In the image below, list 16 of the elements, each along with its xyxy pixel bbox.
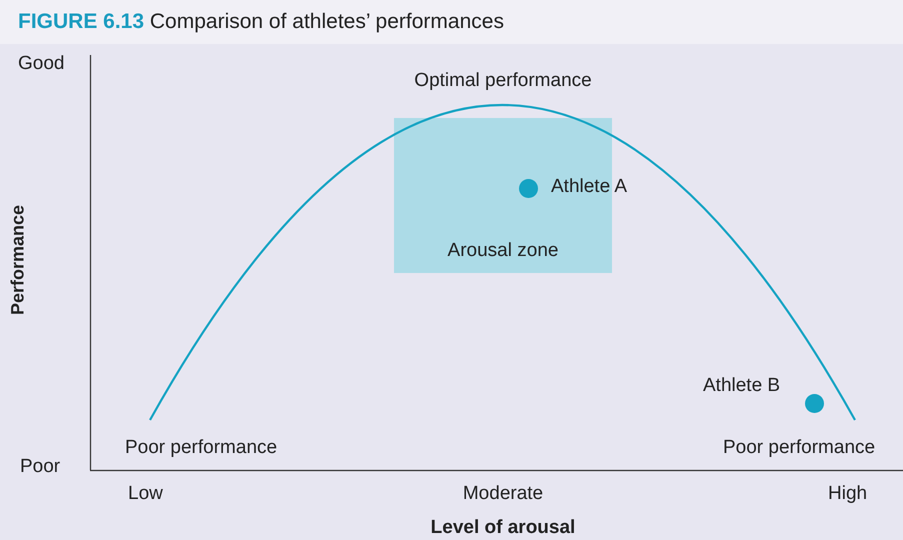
axis-label: Poor performance: [125, 437, 278, 459]
data-point: [805, 394, 824, 413]
point-label: Athlete B: [703, 375, 780, 397]
figure-title: FIGURE 6.13 Comparison of athletes’ performances: [0, 0, 903, 44]
axis-label: Good: [18, 53, 64, 75]
axis-label: Optimal performance: [414, 70, 592, 92]
axis-label: High: [828, 483, 868, 505]
data-point: [519, 179, 538, 198]
axis-title: Performance: [8, 204, 28, 316]
axis-label: Moderate: [462, 483, 544, 505]
zone-label: Arousal zone: [448, 240, 558, 262]
axis-label: Poor: [20, 456, 60, 478]
point-label: Athlete A: [551, 176, 628, 198]
axis-label: Low: [128, 483, 163, 505]
axis-label: Poor performance: [723, 437, 876, 459]
axis-title: Level of arousal: [430, 517, 576, 539]
